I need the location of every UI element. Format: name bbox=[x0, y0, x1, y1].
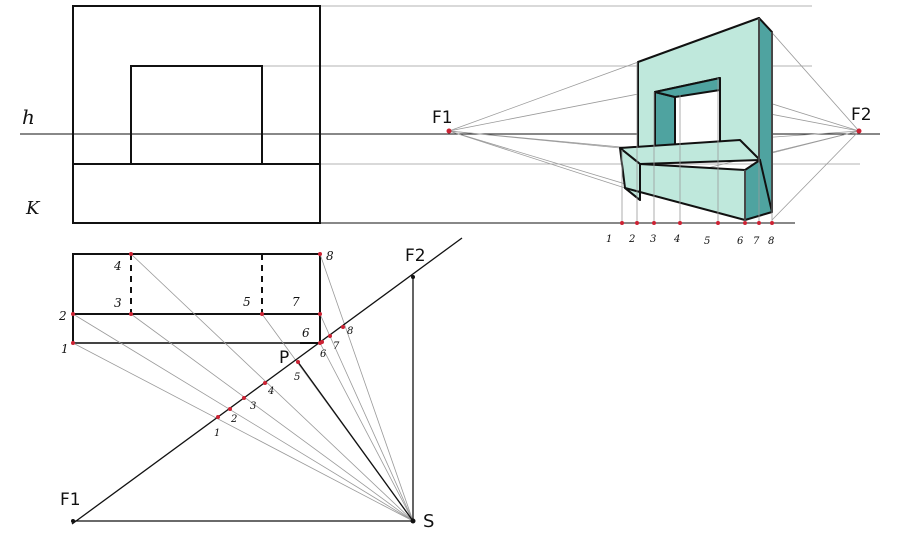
window-left-reveal bbox=[654, 91, 676, 148]
f2-ray-base bbox=[771, 130, 860, 221]
ray-7 bbox=[319, 313, 414, 522]
plan-marker-4 bbox=[129, 252, 133, 256]
plan-marker-1 bbox=[71, 341, 75, 345]
picture-label-6: 6 bbox=[320, 349, 327, 360]
picture-label-2: 2 bbox=[230, 414, 237, 425]
base-marker-1 bbox=[620, 221, 624, 225]
picture-marker-1 bbox=[216, 415, 220, 419]
s-to-p-line bbox=[297, 361, 414, 522]
picture-marker-3 bbox=[242, 396, 246, 400]
f1-plan-dot bbox=[71, 519, 75, 523]
baseline-markers bbox=[446, 128, 862, 225]
plan-label-4: 4 bbox=[113, 259, 122, 273]
ray-6 bbox=[319, 342, 414, 522]
f2-main-label: F2 bbox=[851, 105, 872, 125]
ground-label: K bbox=[25, 198, 41, 219]
plan-marker-5 bbox=[260, 312, 264, 316]
base-label-3: 3 bbox=[650, 234, 656, 245]
picture-label-1: 1 bbox=[214, 428, 220, 439]
plan-front-block bbox=[72, 313, 321, 344]
base-label-6: 6 bbox=[737, 236, 744, 247]
f2-plan-dot bbox=[411, 275, 415, 279]
base-marker-4 bbox=[678, 221, 682, 225]
base-label-1: 1 bbox=[606, 234, 612, 245]
base-label-2: 2 bbox=[628, 234, 635, 245]
plan-marker-8 bbox=[318, 252, 322, 256]
f1-ray-front-bottom bbox=[448, 130, 626, 189]
base-marker-5 bbox=[716, 221, 720, 225]
plan-label-5: 5 bbox=[243, 295, 251, 309]
picture-label-7: 7 bbox=[333, 341, 340, 352]
f1-main-label: F1 bbox=[432, 108, 453, 128]
base-label-8: 8 bbox=[768, 236, 774, 247]
baseline-projection-lines bbox=[621, 18, 773, 222]
ray-8 bbox=[319, 253, 414, 522]
ray-1 bbox=[72, 342, 414, 522]
picture-marker-8 bbox=[341, 325, 345, 329]
station-label: S bbox=[423, 511, 434, 532]
window-top-reveal bbox=[654, 77, 721, 98]
picture-point-label: P bbox=[279, 348, 289, 368]
plan-label-7: 7 bbox=[292, 295, 300, 309]
horizon-label: h bbox=[22, 105, 35, 129]
plan-vertex-dots bbox=[71, 275, 416, 524]
picture-label-3: 3 bbox=[250, 401, 256, 412]
f2-marker bbox=[856, 128, 862, 134]
plan-marker-3 bbox=[129, 312, 133, 316]
f1-plan-label: F1 bbox=[60, 490, 81, 510]
plan-labels: 1 2 3 4 5 6 7 8 bbox=[58, 249, 334, 356]
f2-ray-corner bbox=[758, 17, 860, 132]
picture-marker-2 bbox=[228, 407, 232, 411]
plan-label-3: 3 bbox=[114, 296, 122, 310]
plan-label-2: 2 bbox=[58, 309, 67, 323]
elevation-outer-frame bbox=[72, 5, 321, 224]
base-marker-2 bbox=[635, 221, 639, 225]
ray-2 bbox=[72, 313, 414, 522]
plan-label-1: 1 bbox=[61, 342, 69, 356]
picture-label-4: 4 bbox=[267, 386, 274, 397]
base-marker-8 bbox=[770, 221, 774, 225]
picture-label-5: 5 bbox=[294, 372, 300, 383]
base-marker-3 bbox=[652, 221, 656, 225]
base-label-7: 7 bbox=[753, 236, 760, 247]
base-marker-7 bbox=[757, 221, 761, 225]
picture-marker-p bbox=[296, 360, 300, 364]
picture-line-labels: 1 2 3 4 5 6 7 8 bbox=[214, 326, 353, 439]
plan-marker-2 bbox=[71, 312, 75, 316]
ray-3 bbox=[130, 313, 414, 522]
f2-plan-label: F2 bbox=[405, 246, 426, 266]
base-label-5: 5 bbox=[704, 236, 710, 247]
picture-plane-line bbox=[71, 237, 463, 525]
base-front-face bbox=[624, 163, 746, 221]
picture-marker-6 bbox=[320, 340, 324, 344]
base-label-4: 4 bbox=[673, 234, 680, 245]
picture-label-8: 8 bbox=[347, 326, 353, 337]
f1-ray-front bbox=[448, 130, 621, 149]
picture-marker-4 bbox=[263, 381, 267, 385]
plan-label-6: 6 bbox=[302, 326, 310, 340]
plan-top-block bbox=[72, 253, 321, 315]
plan-point-markers bbox=[71, 252, 345, 419]
picture-marker-7 bbox=[328, 334, 332, 338]
front-elevation bbox=[72, 5, 321, 224]
plan-marker-7 bbox=[318, 312, 322, 316]
plan-view bbox=[72, 253, 321, 344]
base-marker-6 bbox=[743, 221, 747, 225]
f1-marker bbox=[446, 128, 452, 134]
ray-4 bbox=[130, 253, 414, 522]
perspective-object bbox=[619, 17, 773, 221]
s-dot bbox=[410, 518, 416, 524]
baseline-labels: 1 2 3 4 5 6 7 8 bbox=[606, 234, 774, 247]
plan-label-8: 8 bbox=[326, 249, 334, 263]
elevation-window bbox=[130, 65, 263, 165]
